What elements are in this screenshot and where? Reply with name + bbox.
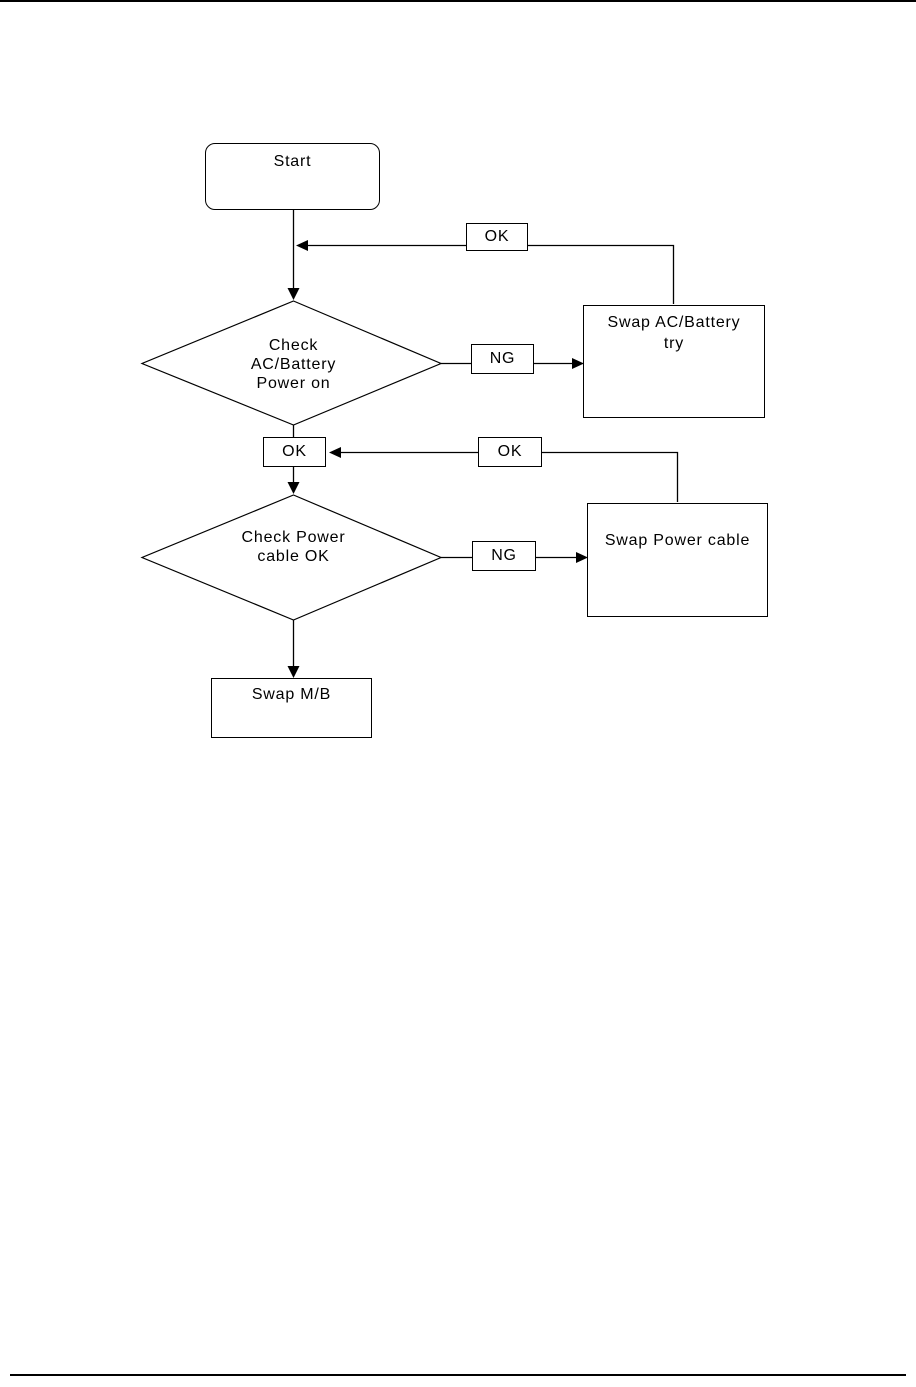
connector-label-ok-feedback-mid: OK: [478, 437, 542, 467]
process-label-line: try: [663, 335, 685, 352]
arrowhead-into-swap-mb-icon: [287, 666, 300, 678]
decision-label-line: Power on: [256, 375, 331, 392]
decision-label-line: AC/Battery: [250, 356, 337, 373]
connector-label-text: NG: [491, 547, 517, 564]
connector-label-text: OK: [282, 443, 307, 460]
arrowhead-into-decision1-icon: [287, 288, 300, 300]
connector-label-text: OK: [497, 443, 523, 460]
process-swap-power-cable: Swap Power cable: [587, 503, 768, 617]
start-node: Start: [205, 143, 380, 210]
connector-label-ng-decision1: NG: [471, 344, 534, 374]
connector-label-ok-top: OK: [466, 223, 528, 251]
process-label: Swap Power cable: [604, 532, 751, 549]
decision-check-ac-battery-power-shape: [140, 300, 443, 426]
arrowhead-into-decision2-icon: [287, 482, 300, 494]
decision-check-power-cable-shape: [140, 494, 443, 621]
process-label-line: Swap AC/Battery: [607, 314, 741, 331]
decision-label-line: Check: [268, 337, 319, 354]
arrowhead-ng1-icon: [572, 358, 584, 369]
decision-label-line: cable OK: [257, 548, 330, 565]
arrowhead-feedback-mid-icon: [329, 447, 341, 458]
connector-label-ok-decision1: OK: [263, 437, 326, 467]
decision2-label: Check Power cable OK: [193, 528, 394, 566]
connector-label-text: NG: [489, 350, 516, 367]
process-swap-ac-battery-try: Swap AC/Battery try: [583, 305, 765, 418]
connector-ok-feedback-mid: [341, 451, 679, 502]
connector-label-text: OK: [484, 228, 510, 245]
connector-ok-feedback-top: [308, 244, 675, 304]
decision1-label: Check AC/Battery Power on: [193, 336, 394, 393]
start-label: Start: [273, 153, 312, 170]
process-swap-mb: Swap M/B: [211, 678, 372, 738]
connector-label-ng-decision2: NG: [472, 541, 536, 571]
decision-label-line: Check Power: [241, 529, 346, 546]
arrowhead-feedback-top-icon: [296, 240, 308, 251]
process-label: Swap M/B: [251, 686, 332, 703]
arrowhead-ng2-icon: [576, 552, 588, 563]
page-bottom-rule: [10, 1374, 906, 1376]
page-top-rule: [0, 0, 916, 2]
